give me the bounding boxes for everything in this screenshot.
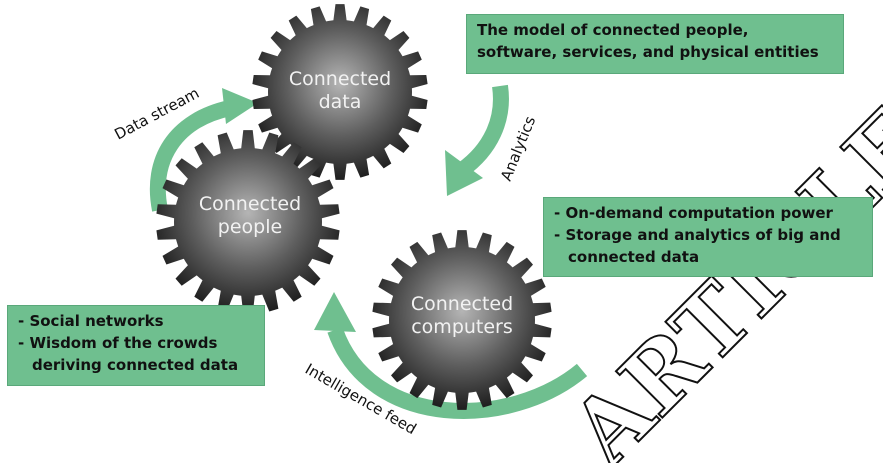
gear-computers-label-line2: computers xyxy=(411,316,513,338)
gear-people-label-line1: Connected xyxy=(199,193,301,215)
callout-computation-line-3: connected data xyxy=(568,248,700,266)
analytics-arrowhead xyxy=(445,150,483,196)
gear-connected-computers xyxy=(372,230,552,410)
gear-data-body xyxy=(252,4,428,180)
callout-social-line-1: - Social networks xyxy=(18,312,164,330)
gear-people-body xyxy=(156,130,340,314)
gear-computers-label-line1: Connected xyxy=(411,293,513,315)
callout-model-line-1: The model of connected people, xyxy=(477,21,749,39)
gear-computers-body xyxy=(372,230,552,410)
callout-computation-line-1: - On-demand computation power xyxy=(554,204,833,222)
analytics-arrow xyxy=(457,84,509,177)
gear-connected-data xyxy=(252,4,428,180)
gear-connected-people xyxy=(156,130,340,314)
callout-model: The model of connected people, software,… xyxy=(466,14,844,74)
callout-social: - Social networks - Wisdom of the crowds… xyxy=(7,305,265,386)
flow-arrows xyxy=(149,84,588,419)
callout-social-line-3: deriving connected data xyxy=(32,356,239,374)
callout-computation: - On-demand computation power - Storage … xyxy=(543,197,873,277)
data-stream-arrowhead xyxy=(222,88,258,124)
intelligence-feed-arrowhead xyxy=(314,292,356,332)
callout-social-line-2: - Wisdom of the crowds xyxy=(18,334,218,352)
gear-data-label-line1: Connected xyxy=(289,68,391,90)
gear-data-label-line2: data xyxy=(319,91,362,113)
gear-people-label-line2: people xyxy=(218,216,282,238)
intelligence-feed-arrow xyxy=(327,327,588,419)
data-stream-arrow xyxy=(149,100,232,212)
callout-model-line-2: software, services, and physical entitie… xyxy=(477,43,819,61)
callout-computation-line-2: - Storage and analytics of big and xyxy=(554,226,841,244)
